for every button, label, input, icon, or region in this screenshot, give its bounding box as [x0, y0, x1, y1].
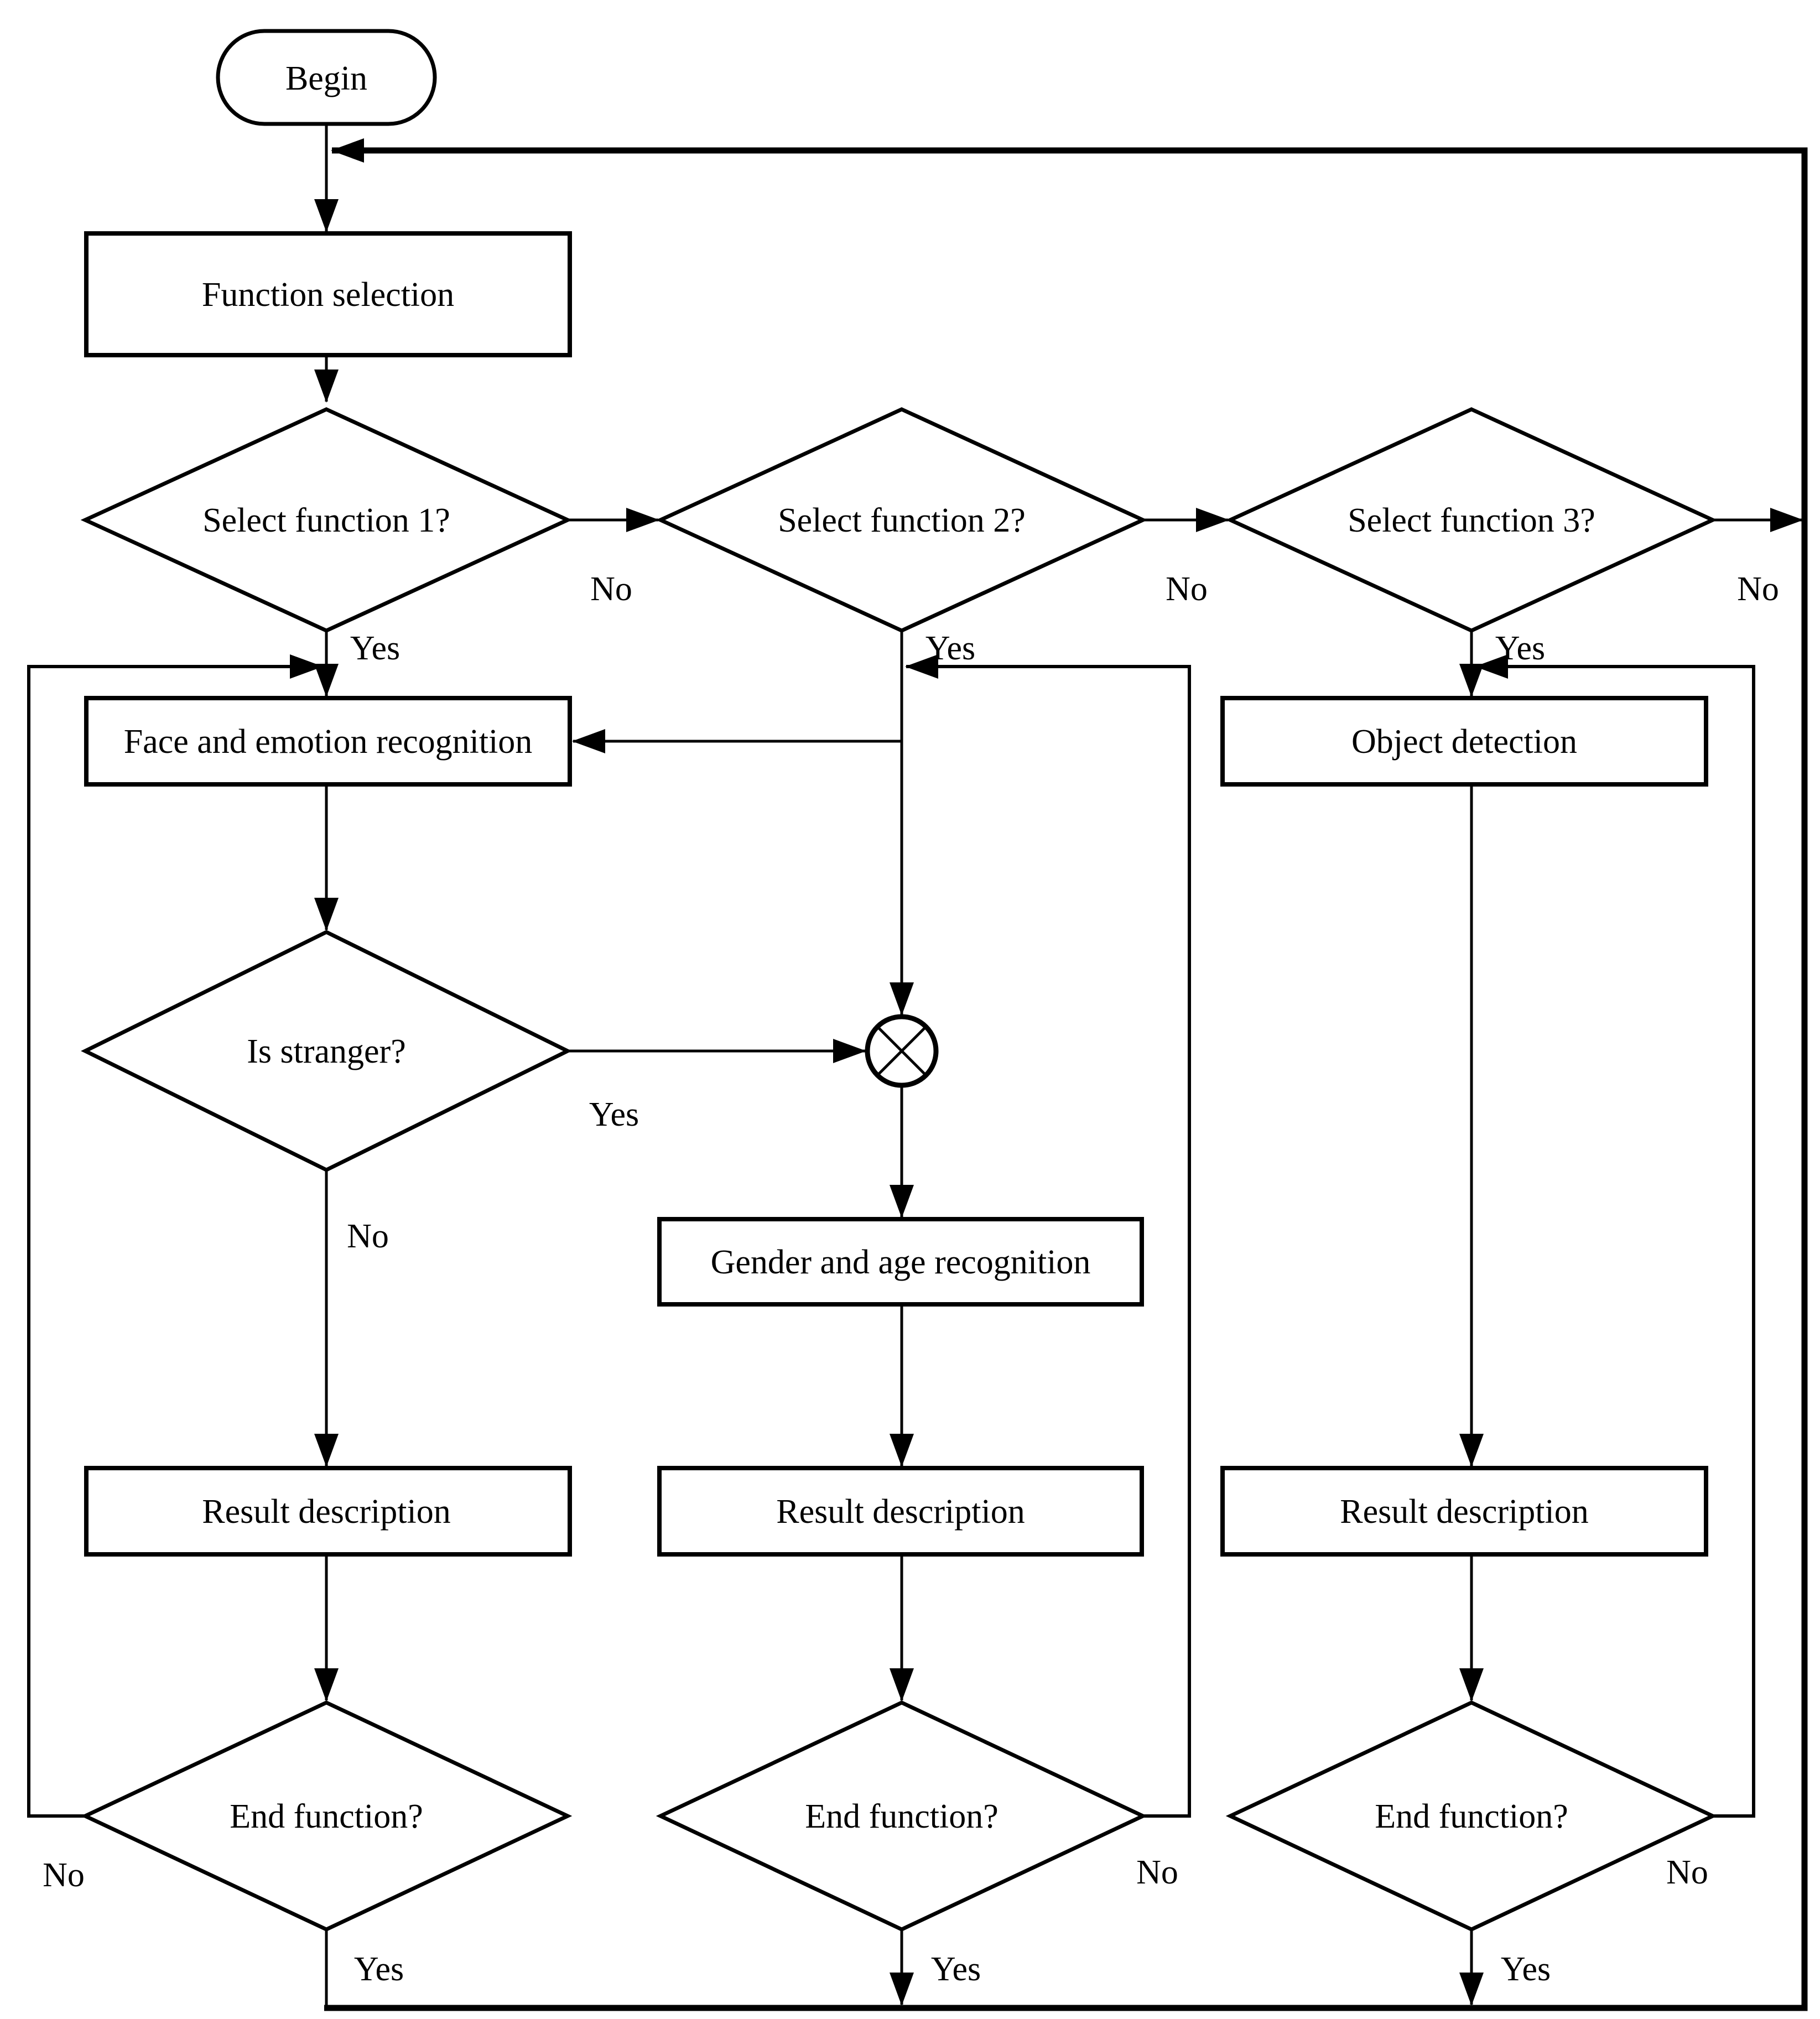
- select-function-3-node: [1225, 407, 1718, 633]
- end3-no-label: No: [1666, 1854, 1708, 1891]
- result-description-2-node: [657, 1466, 1144, 1557]
- function-selection-node: [84, 231, 572, 357]
- result-description-1-label: Result description: [202, 1493, 450, 1531]
- face-emotion-recognition-label: Face and emotion recognition: [124, 723, 533, 761]
- end2-yes-label: Yes: [931, 1950, 981, 1988]
- end1-yes-label: Yes: [354, 1950, 404, 1988]
- select-function-3-label: Select function 3?: [1348, 502, 1595, 539]
- merge-junction-node: [865, 1014, 939, 1088]
- edge-end3-no-loop: [1475, 654, 1755, 1818]
- end3-yes-label: Yes: [1501, 1950, 1551, 1988]
- end-function-3-node: [1225, 1700, 1718, 1932]
- is-stranger-node: [81, 930, 572, 1172]
- begin-label: Begin: [285, 60, 367, 97]
- select2-no-label: No: [1166, 570, 1208, 608]
- select-function-2-label: Select function 2?: [778, 502, 1026, 539]
- stranger-yes-label: Yes: [589, 1096, 639, 1133]
- select3-yes-label: Yes: [1495, 629, 1545, 667]
- begin-node: [216, 29, 437, 126]
- select1-yes-label: Yes: [350, 629, 400, 667]
- select1-no-label: No: [590, 570, 632, 608]
- merge-junction-cross-line-2: [877, 1026, 927, 1076]
- is-stranger-label: Is stranger?: [247, 1033, 405, 1070]
- select-function-1-label: Select function 1?: [202, 502, 450, 539]
- object-detection-label: Object detection: [1351, 723, 1577, 761]
- select-function-2-node: [656, 407, 1148, 633]
- result-description-3-label: Result description: [1340, 1493, 1588, 1531]
- end1-no-label: No: [43, 1856, 85, 1894]
- edge-end1-no-loop: [27, 654, 323, 1818]
- end2-no-label: No: [1136, 1854, 1178, 1891]
- select-function-1-node: [80, 407, 573, 633]
- end-function-2-label: End function?: [805, 1798, 999, 1835]
- object-detection-node: [1220, 696, 1708, 787]
- edge-return-bottom-right-top: [324, 138, 1808, 2011]
- result-description-3-node: [1220, 1466, 1708, 1557]
- end-function-2-node: [656, 1700, 1148, 1932]
- edge-end2-no-loop: [905, 654, 1191, 1818]
- face-emotion-recognition-node: [84, 696, 572, 787]
- gender-age-recognition-node: [657, 1217, 1144, 1307]
- end-function-1-label: End function?: [230, 1798, 423, 1835]
- merge-junction-circle-icon: [865, 1014, 939, 1088]
- select3-no-label: No: [1737, 570, 1779, 608]
- stranger-no-label: No: [347, 1217, 389, 1255]
- result-description-1-node: [84, 1466, 572, 1557]
- end-function-3-label: End function?: [1375, 1798, 1568, 1835]
- select2-yes-label: Yes: [925, 629, 975, 667]
- gender-age-recognition-label: Gender and age recognition: [711, 1243, 1091, 1281]
- result-description-2-label: Result description: [776, 1493, 1025, 1531]
- end-function-1-node: [80, 1700, 573, 1932]
- function-selection-label: Function selection: [202, 276, 454, 314]
